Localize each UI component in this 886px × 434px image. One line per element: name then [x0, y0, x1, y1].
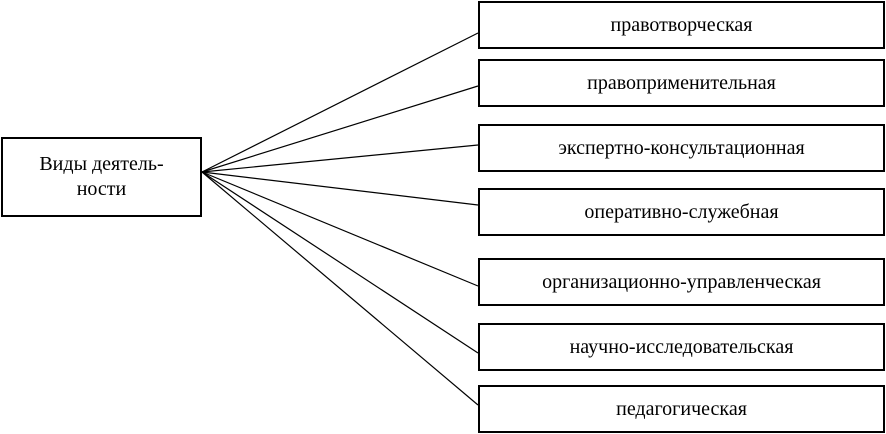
activity-node-research: научно-исследовательская: [478, 323, 885, 371]
root-label: Виды деятель- ности: [39, 152, 163, 202]
root-node: Виды деятель- ности: [1, 137, 202, 217]
activity-node-expert-consulting: экспертно-консультационная: [478, 124, 885, 172]
activity-label: научно-исследовательская: [569, 335, 794, 358]
activity-node-operational-service: оперативно-служебная: [478, 188, 885, 236]
root-label-line-2: ности: [76, 178, 127, 200]
activity-node-law-enforcement: правоприменительная: [478, 59, 885, 107]
connector-line-3: [201, 144, 479, 173]
activity-node-law-making: правотворческая: [478, 1, 885, 49]
root-label-line-1: Виды деятель-: [39, 153, 164, 175]
activity-node-pedagogical: педагогическая: [478, 385, 885, 433]
connector-line-4: [201, 171, 479, 206]
activity-label: оперативно-служебная: [584, 200, 779, 223]
connector-line-2: [201, 85, 479, 173]
connector-line-6: [201, 171, 479, 354]
activity-label: правотворческая: [610, 13, 753, 36]
activity-node-organizational-management: организационно-управленческая: [478, 258, 885, 306]
activity-label: экспертно-консультационная: [558, 136, 805, 159]
connector-line-5: [201, 171, 479, 287]
connector-line-7: [201, 171, 479, 406]
connector-line-1: [201, 32, 479, 173]
activity-label: организационно-управленческая: [542, 270, 821, 293]
activity-label: педагогическая: [616, 397, 747, 420]
activity-label: правоприменительная: [587, 71, 776, 94]
